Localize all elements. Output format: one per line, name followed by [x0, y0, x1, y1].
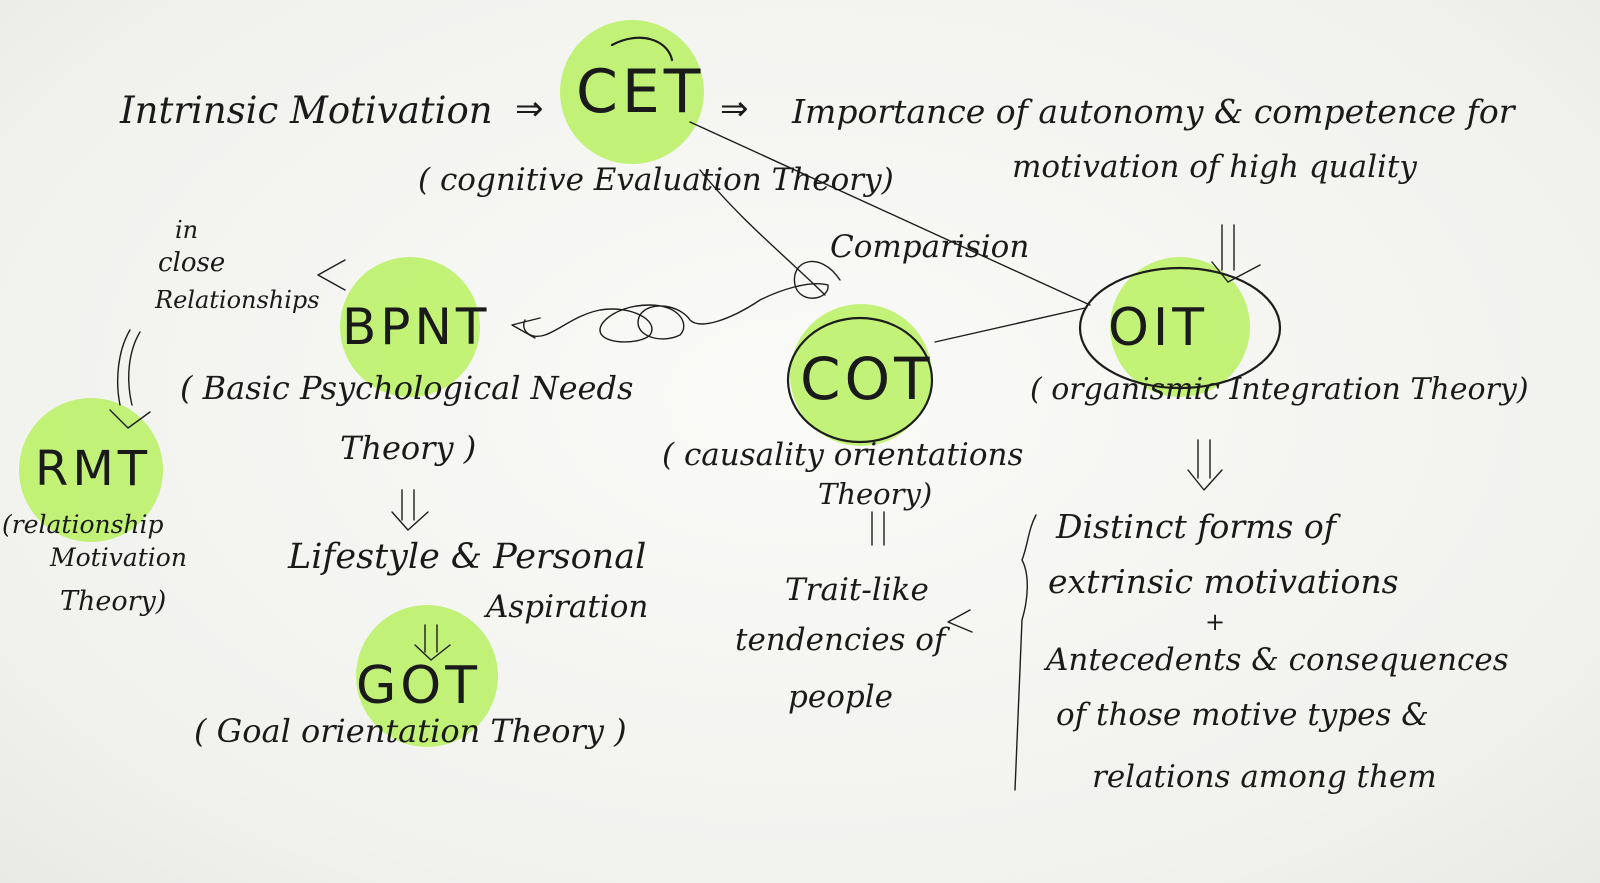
trait-line2: tendencies of: [735, 622, 946, 658]
implies-arrow-2: ⇒: [720, 89, 749, 129]
oit-acronym: OIT: [1108, 298, 1209, 358]
importance-line1: Importance of autonomy & competence for: [792, 92, 1515, 131]
cet-loop-connector: [699, 169, 826, 296]
lifestyle-line2: Aspiration: [486, 589, 649, 625]
importance-to-oit-arrow: [1211, 224, 1261, 283]
rmt-full-line3: Theory): [60, 586, 167, 617]
cet-full-name: ( cognitive Evaluation Theory): [418, 162, 894, 198]
close-rel-line1: in: [175, 216, 199, 244]
bpnt-down-arrow: [391, 489, 429, 531]
cet-scribble: [610, 36, 674, 62]
comparision-label: Comparision: [830, 229, 1030, 265]
lifestyle-line1: Lifestyle & Personal: [288, 537, 647, 577]
close-rel-arrowhead: [317, 259, 346, 291]
oit-highlight: [1110, 257, 1250, 397]
cot-full-line1: ( causality orientations: [662, 437, 1024, 473]
oit-ring: [1078, 266, 1282, 390]
cot-highlight: [790, 304, 932, 446]
close-rel-line2: close: [158, 248, 226, 278]
cet-oit-connector: [689, 121, 1091, 306]
cot-full-line2: Theory): [818, 477, 933, 511]
rmt-full-line1: (relationship: [2, 510, 164, 539]
distinct-line2: extrinsic motivations: [1048, 562, 1399, 601]
rmt-full-line2: Motivation: [50, 543, 187, 572]
importance-line2: motivation of high quality: [1012, 149, 1417, 185]
antecedents-line2: of those motive types &: [1056, 697, 1429, 733]
got-acronym: GOT: [356, 656, 481, 716]
plus-sign: +: [1205, 608, 1226, 636]
trait-line3: people: [788, 679, 893, 715]
close-rel-line3: Relationships: [155, 286, 320, 314]
lifestyle-down-arrow: [414, 624, 451, 661]
implies-arrow-1: ⇒: [515, 89, 544, 129]
bpnt-highlight: [340, 257, 480, 397]
cot-ring: [786, 316, 934, 444]
cet-acronym: CET: [576, 57, 705, 127]
looped-connector-arrowhead: [511, 317, 541, 339]
rmt-arrow-head: [109, 409, 151, 429]
bpnt-full-line1: ( Basic Psychological Needs: [180, 369, 634, 407]
got-highlight: [356, 605, 498, 747]
oit-full-name: ( organismic Integration Theory): [1030, 372, 1529, 407]
rmt-acronym: RMT: [35, 441, 152, 497]
cot-acronym: COT: [800, 345, 934, 413]
rmt-arrow-line2: [128, 331, 141, 406]
intrinsic-motivation-label: Intrinsic Motivation: [120, 89, 493, 132]
right-brace: [1014, 514, 1037, 791]
trait-arrowhead: [947, 609, 973, 633]
bpnt-full-line2: Theory ): [340, 429, 477, 467]
distinct-line1: Distinct forms of: [1056, 507, 1336, 546]
bpnt-acronym: BPNT: [342, 298, 491, 356]
antecedents-line1: Antecedents & consequences: [1046, 642, 1509, 678]
rmt-highlight: [19, 398, 163, 542]
looped-connector: [523, 260, 841, 343]
got-full-name: ( Goal orientation Theory ): [194, 712, 627, 750]
trait-line1: Trait-like: [785, 572, 929, 608]
oit-down-arrow: [1187, 439, 1223, 491]
cot-oit-connector: [934, 307, 1086, 343]
antecedents-line3: relations among them: [1092, 759, 1437, 795]
rmt-arrow-line1: [117, 329, 131, 406]
cet-highlight: [560, 20, 704, 164]
cot-down-arrow: [871, 511, 885, 546]
